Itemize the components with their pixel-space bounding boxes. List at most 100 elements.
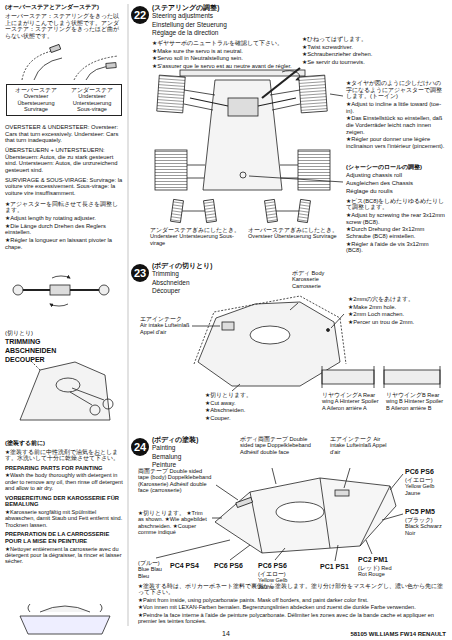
note-text: Bemalung: [152, 453, 232, 460]
note-text: (ブラック) Black Schwarz Noir: [405, 517, 447, 536]
note-text: ★アジャスターを回転させて長さを調整します。: [5, 201, 123, 214]
note-text: Adjusting chassis roll: [346, 172, 446, 179]
step-label: 22: [134, 9, 146, 21]
heading-text: PC1 PS1: [320, 563, 354, 571]
note-text: ★ビス(BC8)をしめたりゆるめたりして調整します。: [346, 198, 446, 211]
note-text: ★Wash the body thoroughly with detergent…: [5, 472, 123, 491]
note-text: ★切りとります。 ★Trim as shown. ★Wie abgebildet…: [138, 510, 210, 536]
note-text: ★Make 2mm hole.: [348, 304, 446, 311]
box-label: アンダーステア Understeer Untersteuerung Sous-v…: [65, 87, 119, 113]
note-text: Einstellung der Steuerung: [152, 21, 292, 28]
note-text: リヤウイングA Rear wing A Hinterer Spoiler A A…: [322, 392, 380, 411]
note-text: ★Make sure the servo is at neutral.: [152, 48, 292, 55]
note-text: ★ギヤサーボのニュートラルを確認して下さい。: [152, 40, 292, 47]
note-text: ★Se servir du tournevis.: [302, 59, 402, 66]
note-text: ★Paint from inside, using polycarbonate …: [138, 597, 444, 603]
note-text: Abschneiden: [152, 279, 272, 286]
heading-text: PC2 PM1: [358, 556, 398, 564]
step-label: 23: [134, 267, 146, 279]
note-text: ★Régler la longueur en laissant pivoter …: [5, 237, 123, 250]
heading-text: ABSCHNEIDEN: [5, 347, 115, 355]
heading-text: PC5 PM5: [405, 508, 447, 516]
heading-text: VORBEREITUNG DER KAROSSERIE FÜR BEMALUNG: [5, 495, 123, 508]
note-text: Découper: [152, 287, 272, 294]
note-text: ★Abschneiden.: [205, 407, 285, 414]
note-text: 両面テープ Double sided tape (body) Doppelkle…: [138, 468, 214, 494]
note-text: ★タイヤが図のように少しだけハの字になるようにアジャスターで調整します。(トーイ…: [346, 80, 446, 100]
step-number: 23: [131, 264, 149, 282]
step-number: 24: [131, 438, 149, 456]
heading-text: (塗装する前に): [5, 440, 123, 447]
note-text: ★Percer un trou de 2mm.: [348, 319, 446, 326]
heading-text: 58105 WILLIAMS FW14 RENAULT: [328, 631, 446, 638]
heading-text: PC4 PS4: [170, 562, 204, 570]
note-text: ★Régler à l'aide de vis 3x12mm (BC8).: [346, 241, 446, 254]
step-number: 22: [131, 6, 149, 24]
note-text: ★Das Einstellstück so einstellen, daß di…: [346, 115, 446, 135]
trimming-drawing: [20, 360, 113, 420]
note-text: ÜBERSTEUERN + UNTERSTEUERN: Übersteuern:…: [5, 147, 123, 174]
note-text: ★Adjust by screwing the rear 3x12mm scre…: [346, 212, 446, 225]
note-text: Ausgleichen des Chassis: [346, 180, 446, 187]
heading-text: (ボディの塗装): [152, 436, 232, 443]
legend-box: オーバーステア Oversteer Übersteuerung Survirag…: [6, 84, 122, 116]
note-text: SURVIRAGE & SOUS-VIRAGE: Survirage: la v…: [5, 177, 123, 197]
note-text: ★Adjust length by rotating adjuster.: [5, 215, 123, 222]
note-text: アンダーステアぎみにしたとき。 Understeer Untersteuerun…: [150, 227, 240, 246]
note-text: ★Nettoyer entièrement la carrosserie ave…: [5, 546, 123, 565]
note-text: (ブルー) Blue Blau Bleu: [138, 560, 168, 579]
note-text: ★Couper.: [205, 415, 285, 422]
heading-text: PREPARATION DE LA CARROSSERIE POUR LA MI…: [5, 531, 123, 544]
washing-drawing: [20, 604, 110, 634]
note-text: ★2mmの穴をあけます。: [348, 296, 446, 303]
note-text: ★Durch Drehung der 3x12mm Schraube (BC8)…: [346, 226, 446, 239]
heading-text: PREPARING PARTS FOR PAINTING: [5, 465, 123, 472]
adjuster-drawing: [13, 276, 109, 306]
note-text: ★Servo soll in Neutralstellung sein.: [152, 55, 292, 62]
box-label: オーバーステア Oversteer Übersteuerung Survirag…: [9, 87, 63, 113]
heading-text: TRIMMING: [5, 338, 115, 346]
note-text: OVERSTEER & UNDERSTEER: Oversteer: Cars …: [5, 124, 123, 144]
note-text: ★Cut away.: [205, 400, 285, 407]
note-text: ★ひねってはずします。: [302, 36, 402, 43]
note-text: 14: [206, 630, 246, 638]
heading-text: (シャーシーのロールの調整): [346, 164, 446, 171]
note-text: ★切りとります。: [205, 392, 285, 399]
heading-text: PC6 PS6: [258, 562, 292, 570]
note-text: ★Schraubenzieher drehen.: [302, 51, 402, 58]
note-text: エアインテーク Air intake Lufteinlaß Appel d'ai…: [140, 316, 190, 335]
note-text: Réglage de la direction: [152, 29, 292, 36]
note-text: リヤウイングB Rear wing B Hinterer Spoiler B A…: [386, 392, 446, 411]
note-text: ★塗装する前に中性洗剤で油気をおとします。水洗いして十分に乾燥させて下さい。: [5, 449, 123, 462]
cornering-diagram: [22, 44, 118, 80]
heading-text: (ステアリングの調整): [152, 4, 292, 11]
note-text: Steering adjustments: [152, 12, 292, 19]
note-text: (イエロー) Yellow Gelb Jaune: [405, 477, 447, 496]
note-text: Painting: [152, 444, 232, 451]
heading-text: (ボディの切りとり): [152, 262, 272, 269]
note-text: ボディ Body Karosserie Carrosserie: [292, 270, 348, 289]
note-text: ★Die Länge durch Drehen des Reglers eins…: [5, 223, 123, 236]
heading-text: (オーバーステアとアンダーステア): [5, 4, 125, 11]
note-text: (レッド) Red Rot Rouge: [358, 565, 398, 578]
heading-text: PC6 PS6: [214, 562, 248, 570]
note-text: Trimming: [152, 270, 272, 277]
heading-text: DECOUPER: [5, 356, 115, 364]
note-text: ★Twist screwdriver.: [302, 44, 402, 51]
body-trim-drawing: [192, 296, 440, 391]
note-text: (切りとり): [5, 330, 115, 337]
note-text: ボディ両面テープ Double sided tape Doppelklebeba…: [240, 436, 320, 455]
note-text: オーバーステア：ステアリングをきった以上にまがりこんでしまう状態です。アンダース…: [5, 13, 123, 40]
note-text: ★Régler pour donner une légère inclinais…: [346, 136, 446, 149]
note-text: ★Adjust to incline a little toward (toe-…: [346, 101, 446, 114]
note-text: ★S'assurer que le servo est au neutre av…: [152, 63, 292, 70]
heading-text: PC6 PS6: [405, 468, 447, 476]
note-text: Réglage du roulis: [346, 188, 446, 195]
note-text: ★Karosserie sorgfältig mit Spülmittel ab…: [5, 509, 123, 528]
note-text: ★塗装する時は、ポリカーボネート塗料で裏側から塗装します。塗り分け部分をマスキン…: [138, 583, 444, 596]
note-text: ★Peindre la face interne à l'aide de pei…: [138, 612, 444, 625]
note-text: エアインテーク Air intake Lufteinlaß Appel d'ai…: [330, 436, 390, 455]
note-text: オーバーステアぎみにしたとき。 Oversteer Übersteuerung …: [248, 227, 338, 240]
note-text: Peinture: [152, 461, 232, 468]
